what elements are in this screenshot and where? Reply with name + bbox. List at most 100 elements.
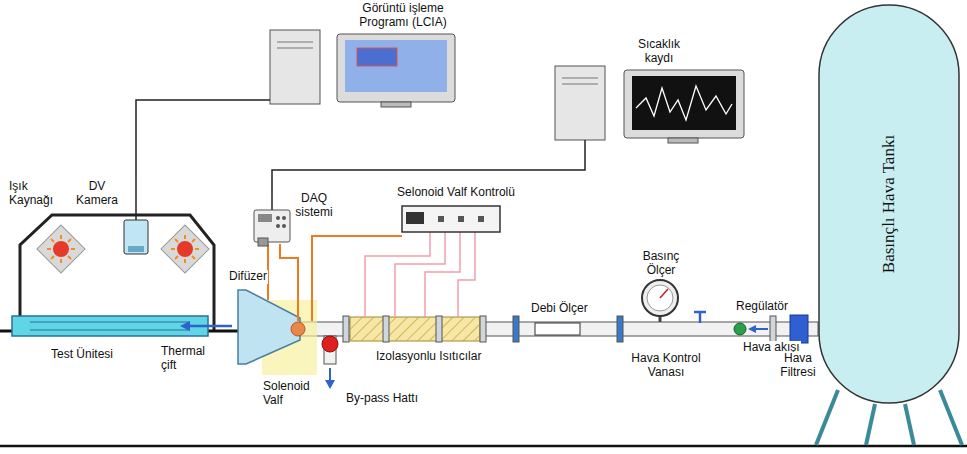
drawing-stroke xyxy=(438,216,444,222)
drawing-stroke xyxy=(436,316,442,342)
ground-line xyxy=(0,445,967,448)
valve-controller: Selonoid Valf Kontrolü xyxy=(392,186,520,236)
drawing-stroke xyxy=(184,235,186,239)
drawing-stroke xyxy=(642,280,678,316)
drawing-stroke xyxy=(192,256,195,259)
air-tank: Basınçlı Hava Tankı xyxy=(818,4,960,404)
drawing-stroke xyxy=(325,380,335,389)
drawing-stroke xyxy=(282,224,286,228)
drawing-stroke xyxy=(480,316,486,342)
drawing-stroke xyxy=(381,102,411,107)
drawing-stroke xyxy=(365,232,430,317)
drawing-stroke xyxy=(277,42,313,43)
drawing-stroke xyxy=(312,236,402,321)
signal-cable xyxy=(136,100,265,180)
camera-shape xyxy=(70,180,150,256)
bypass-label: By-pass Hattı xyxy=(345,392,419,406)
drawing-stroke xyxy=(47,235,75,263)
thermocouple-wires xyxy=(268,236,402,321)
drawing-stroke xyxy=(258,238,268,246)
drawing-stroke xyxy=(171,235,199,263)
drawing-stroke xyxy=(135,180,137,220)
node-heading: Sıcaklık kaydı xyxy=(624,38,694,66)
drawing-stroke xyxy=(180,321,190,331)
pipe-flanges xyxy=(343,316,776,342)
drawing-stroke xyxy=(30,330,190,331)
valve-label: Hava Kontrol Vanası xyxy=(625,352,707,380)
drawing-stroke xyxy=(357,48,397,66)
node-heading: DV Kamera xyxy=(70,180,124,208)
camera: DV Kamera xyxy=(70,180,150,256)
signal-cable xyxy=(272,144,585,192)
drawing-stroke xyxy=(254,210,290,242)
regulator-label: Regülatör xyxy=(735,300,789,314)
solenoid-valve xyxy=(291,322,305,336)
drawing-stroke xyxy=(458,216,464,222)
drawing-stroke xyxy=(562,78,598,79)
drawing-stroke xyxy=(584,140,586,144)
drawing-stroke xyxy=(192,239,195,242)
drawing-stroke xyxy=(60,235,62,239)
air-filter xyxy=(790,315,808,343)
drawing-stroke xyxy=(282,216,286,220)
drawing-stroke xyxy=(345,40,447,92)
flowmeter-label: Debi Ölçer xyxy=(530,302,589,316)
drawing-stroke xyxy=(562,84,598,85)
drawing-stroke xyxy=(819,5,959,403)
tank-label: Basınçlı Hava Tankı xyxy=(879,135,899,273)
drawing-stroke xyxy=(406,212,424,224)
drawing-stroke xyxy=(402,206,500,232)
drawing-stroke xyxy=(276,216,280,220)
drawing-stroke xyxy=(632,76,736,130)
heater-wires xyxy=(365,232,475,317)
pressure-gauge xyxy=(642,280,678,322)
drawing-stroke xyxy=(270,30,320,104)
drawing-stroke xyxy=(555,66,605,140)
drawing-stroke xyxy=(47,248,51,250)
test-housing xyxy=(20,215,214,330)
drawing-stroke xyxy=(636,86,732,120)
bypass-line xyxy=(322,336,338,389)
drawing-stroke xyxy=(195,248,199,250)
test-unit-label: Test Ünitesi xyxy=(50,348,114,362)
drawing-stroke xyxy=(694,311,706,314)
drawing-stroke xyxy=(660,289,668,298)
control-valve xyxy=(694,312,706,323)
heaters xyxy=(350,317,480,341)
thermocouple-arrow xyxy=(180,321,232,331)
drawing-stroke xyxy=(175,239,178,242)
node-heading: Görüntü işleme Programı (LCIA) xyxy=(347,2,459,30)
node-heading: DAQ sistemi xyxy=(292,192,336,220)
drawing-stroke xyxy=(12,316,208,336)
drawing-stroke xyxy=(175,256,178,259)
solenoid-label: Solenoid Valf xyxy=(262,380,319,408)
light-source xyxy=(161,225,209,273)
drawing-stroke xyxy=(905,404,914,445)
drawing-stroke xyxy=(277,48,313,49)
drawing-stroke xyxy=(699,312,702,323)
drawing-stroke xyxy=(71,248,75,250)
drawing-stroke xyxy=(124,220,148,254)
drawing-stroke xyxy=(68,256,71,259)
drawing-stroke xyxy=(177,241,193,257)
drawing-stroke xyxy=(128,246,144,252)
computer: Sıcaklık kaydı xyxy=(550,38,750,144)
drawing-stroke xyxy=(816,390,838,445)
computer: Görüntü işleme Programı (LCIA) xyxy=(265,2,461,108)
drawing-stroke xyxy=(343,316,349,342)
drawing-stroke xyxy=(383,316,389,342)
filter-label: Hava Filtresi xyxy=(776,352,820,380)
drawing-stroke xyxy=(68,239,71,242)
drawing-stroke xyxy=(51,239,54,242)
drawing-stroke xyxy=(184,259,186,263)
drawing-stroke xyxy=(647,285,673,311)
drawing-stroke xyxy=(425,232,460,317)
drawing-stroke xyxy=(51,256,54,259)
drawing-stroke xyxy=(37,225,85,273)
drawing-stroke xyxy=(940,390,962,445)
drawing-stroke xyxy=(866,404,875,445)
drawing-stroke xyxy=(337,34,455,102)
gauge-label: Basınç Ölçer xyxy=(636,250,686,278)
light-source xyxy=(37,225,85,273)
diffuser-label: Difüzer xyxy=(228,270,268,284)
